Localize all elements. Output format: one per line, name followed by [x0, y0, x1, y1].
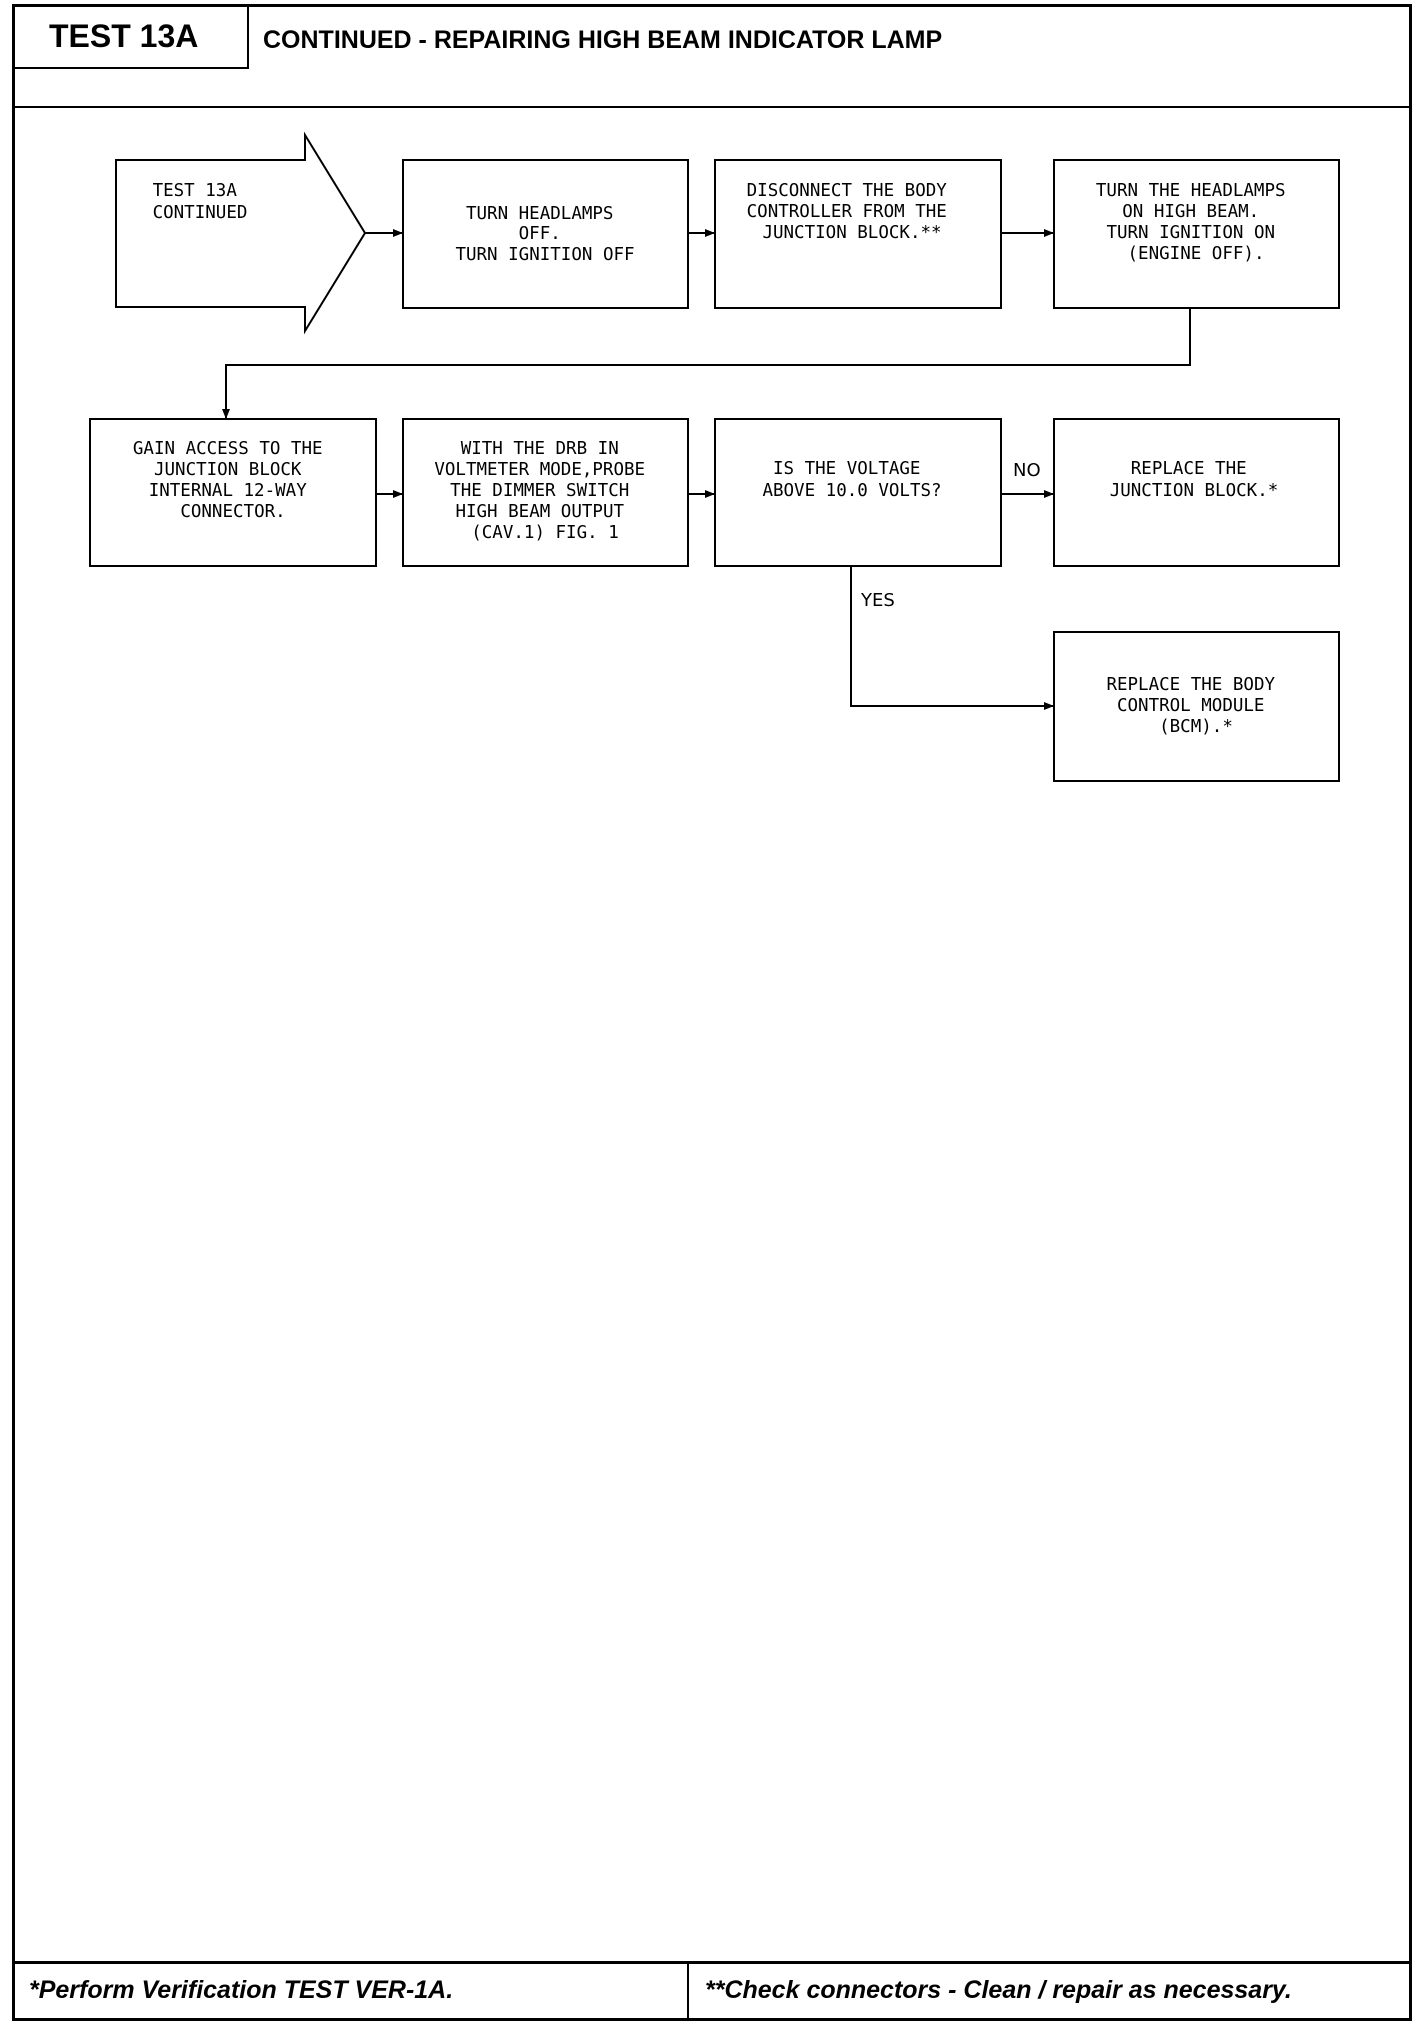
step3-box — [1053, 159, 1340, 309]
start-arrow-shape — [115, 131, 367, 335]
footer: *Perform Verification TEST VER-1A. **Che… — [15, 1961, 1409, 2018]
footer-verification-note: *Perform Verification TEST VER-1A. — [15, 1964, 689, 2018]
footer-connector-note: **Check connectors - Clean / repair as n… — [705, 1976, 1292, 2004]
page-title: CONTINUED - REPAIRING HIGH BEAM INDICATO… — [263, 26, 943, 54]
header: TEST 13A CONTINUED - REPAIRING HIGH BEAM… — [15, 7, 1409, 108]
yes-result-box — [1053, 631, 1340, 782]
connector-step3-step4 — [222, 308, 1191, 419]
step5-text: WITH THE DRB IN VOLTMETER MODE,PROBE THE… — [434, 439, 655, 543]
step5-box — [402, 418, 689, 567]
yes-label: YES — [860, 590, 895, 611]
step3-text: TURN THE HEADLAMPS ON HIGH BEAM. TURN IG… — [1096, 181, 1296, 264]
no-result-text: REPLACE THE JUNCTION BLOCK.* — [1110, 459, 1279, 501]
no-label: NO — [1013, 460, 1041, 481]
step4-box — [89, 418, 377, 567]
step2-text: DISCONNECT THE BODY CONTROLLER FROM THE … — [747, 181, 958, 243]
decision-box — [714, 418, 1002, 567]
decision-text: IS THE VOLTAGE ABOVE 10.0 VOLTS? — [762, 459, 941, 501]
step4-text: GAIN ACCESS TO THE JUNCTION BLOCK INTERN… — [133, 439, 333, 522]
start-text: TEST 13A CONTINUED — [153, 181, 248, 223]
no-result-box — [1053, 418, 1340, 567]
page-frame: TEST 13A CONTINUED - REPAIRING HIGH BEAM… — [12, 4, 1412, 2021]
step1-text: TURN HEADLAMPS OFF. TURN IGNITION OFF — [455, 204, 634, 265]
test-id: TEST 13A — [15, 7, 249, 69]
connector-decision-yes — [850, 566, 1054, 710]
yes-result-text: REPLACE THE BODY CONTROL MODULE (BCM).* — [1106, 675, 1285, 737]
